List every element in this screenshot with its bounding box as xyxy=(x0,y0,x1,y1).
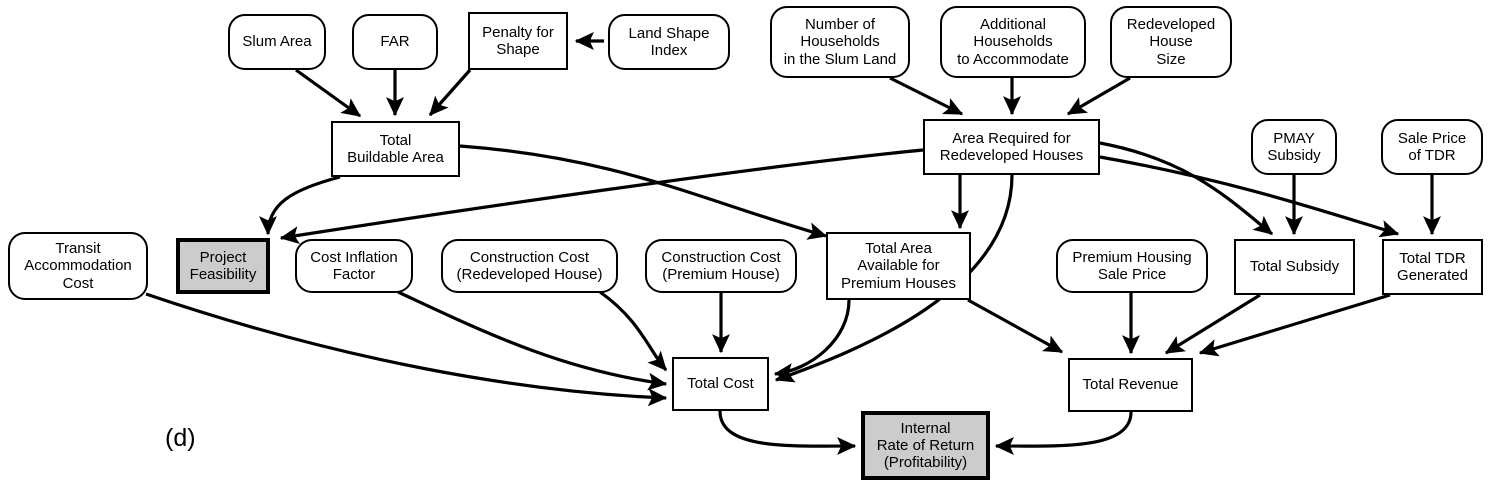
panel-label: (d) xyxy=(165,424,196,452)
node-constr_cost_redev[interactable]: Construction Cost(Redeveloped House) xyxy=(441,239,618,293)
edge-total_revenue-to-irr xyxy=(994,411,1133,455)
node-label-total_subsidy: Total Subsidy xyxy=(1249,258,1340,276)
edge-area_required-to-project_feasibility xyxy=(279,148,924,245)
edge-area_required-to-total_tdr xyxy=(1099,155,1400,238)
edge-slum_area-to-total_buildable_area xyxy=(295,68,362,118)
node-label-total_cost: Total Cost xyxy=(687,375,754,393)
node-label-far: FAR xyxy=(380,33,410,51)
edge-total_subsidy-to-total_revenue xyxy=(1164,293,1261,355)
edge-cost_inflation-to-total_cost xyxy=(397,290,668,391)
edge-total_buildable_area-to-total_area_premium xyxy=(459,144,828,240)
edge-area_required-to-total_subsidy xyxy=(1099,141,1274,236)
edge-total_area_premium-to-total_cost xyxy=(773,299,851,381)
edge-constr_cost_redev-to-total_cost xyxy=(599,290,668,372)
node-total_revenue[interactable]: Total Revenue xyxy=(1068,358,1193,412)
edge-penalty_for_shape-to-total_buildable_area xyxy=(428,68,472,117)
edge-num_households-to-area_required xyxy=(889,76,964,116)
edge-redeveloped_size-to-area_required xyxy=(1066,76,1131,116)
node-total_cost[interactable]: Total Cost xyxy=(672,357,769,411)
node-far[interactable]: FAR xyxy=(352,14,438,70)
node-total_subsidy[interactable]: Total Subsidy xyxy=(1234,239,1355,295)
node-slum_area[interactable]: Slum Area xyxy=(228,14,326,70)
edge-area_required-to-total_cost xyxy=(774,174,1014,383)
edge-total_area_premium-to-total_revenue xyxy=(967,298,1064,354)
node-label-constr_cost_redev: Construction Cost(Redeveloped House) xyxy=(456,248,603,283)
edge-transit_cost-to-total_cost xyxy=(145,292,668,407)
node-label-total_revenue: Total Revenue xyxy=(1082,376,1179,394)
node-label-slum_area: Slum Area xyxy=(242,33,312,51)
edge-total_buildable_area-to-project_feasibility xyxy=(259,175,341,236)
node-constr_cost_premium[interactable]: Construction Cost(Premium House) xyxy=(645,239,797,293)
edge-total_tdr-to-total_revenue xyxy=(1198,293,1391,357)
node-label-constr_cost_premium: Construction Cost(Premium House) xyxy=(661,248,781,283)
edge-total_cost-to-irr xyxy=(718,410,857,455)
